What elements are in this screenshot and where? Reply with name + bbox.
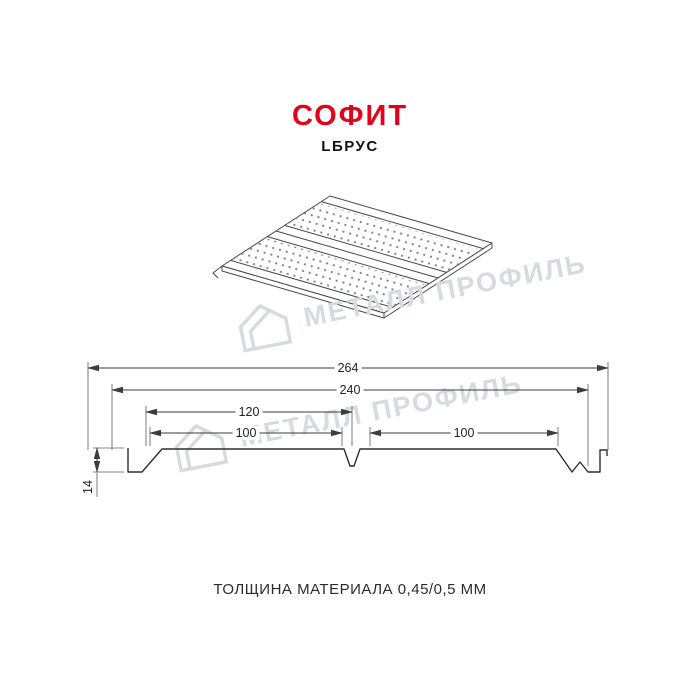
profile-outline — [127, 448, 608, 473]
dim-label-240: 240 — [336, 383, 364, 397]
dim-label-100-left: 100 — [232, 426, 260, 440]
metall-profil-logo-icon — [238, 304, 293, 353]
perforation-area-left — [232, 238, 428, 306]
panel-left-lock-detail — [212, 265, 223, 279]
panel-rib-line — [284, 224, 447, 273]
panel-rib-line — [321, 201, 484, 250]
product-title: СОФИТ — [291, 100, 409, 132]
panel-rib-line — [230, 259, 393, 308]
panel-right-edge — [383, 242, 493, 319]
watermark: МЕТАЛЛ ПРОФИЛЬ — [231, 238, 591, 355]
dim-label-264: 264 — [334, 361, 362, 375]
panel-rib-line — [275, 230, 439, 279]
dim-label-120: 120 — [235, 405, 263, 419]
panel-rib-line — [267, 236, 430, 285]
product-subtitle: LБРУС — [321, 138, 379, 155]
perforation-area-right — [286, 203, 482, 271]
dim-label-14: 14 — [81, 477, 95, 497]
thickness-note: ТОЛЩИНА МАТЕРИАЛА 0,45/0,5 ММ — [213, 581, 487, 598]
dim-label-100-right: 100 — [450, 426, 478, 440]
